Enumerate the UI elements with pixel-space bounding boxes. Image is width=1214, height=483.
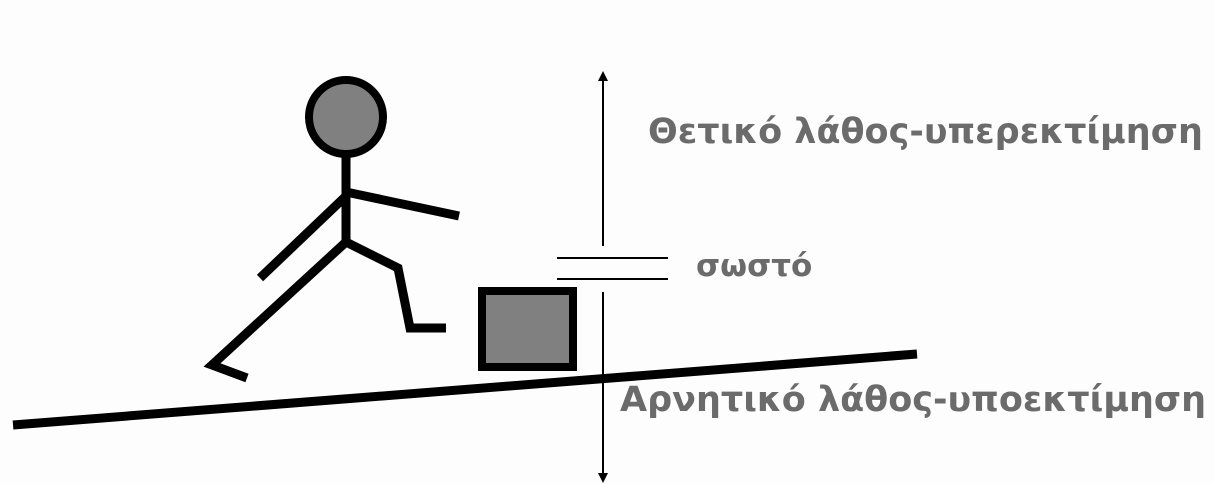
correct-label: σωστό (696, 251, 812, 282)
figure-left-arm (260, 196, 346, 278)
figure-head (309, 80, 383, 154)
box-object (482, 291, 573, 367)
positive-error-label: Θετικό λάθος-υπερεκτίμηση (648, 115, 1203, 150)
figure-right-arm (346, 192, 459, 216)
negative-error-label: Αρνητικό λάθος-υποεκτίμηση (620, 383, 1206, 418)
stick-figure (212, 80, 459, 378)
figure-front-leg (346, 242, 446, 328)
